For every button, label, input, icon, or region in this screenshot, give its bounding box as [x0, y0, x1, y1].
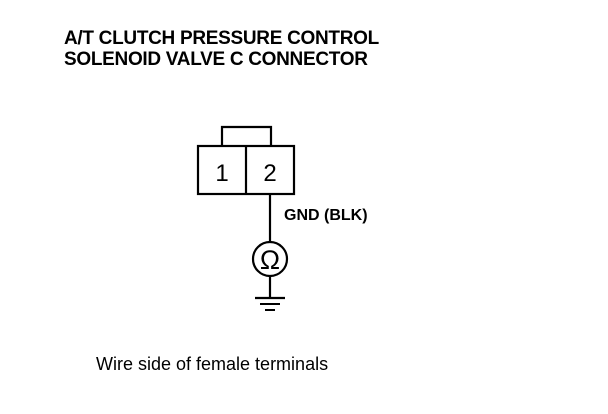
diagram-caption: Wire side of female terminals — [96, 354, 329, 374]
ground-icon — [255, 296, 285, 311]
connector-lock-tab — [220, 125, 273, 146]
terminal-1-label: 1 — [215, 160, 228, 187]
diagram-title: A/T CLUTCH PRESSURE CONTROL SOLENOID VAL… — [64, 28, 379, 70]
terminal-2-label: 2 — [263, 160, 276, 187]
title-line-2: SOLENOID VALVE C CONNECTOR — [64, 49, 368, 70]
title-line-1: A/T CLUTCH PRESSURE CONTROL — [64, 28, 379, 49]
wire-label: GND (BLK) — [284, 207, 368, 224]
ohmmeter-icon: Ω — [251, 240, 289, 278]
ohm-symbol: Ω — [260, 245, 280, 275]
